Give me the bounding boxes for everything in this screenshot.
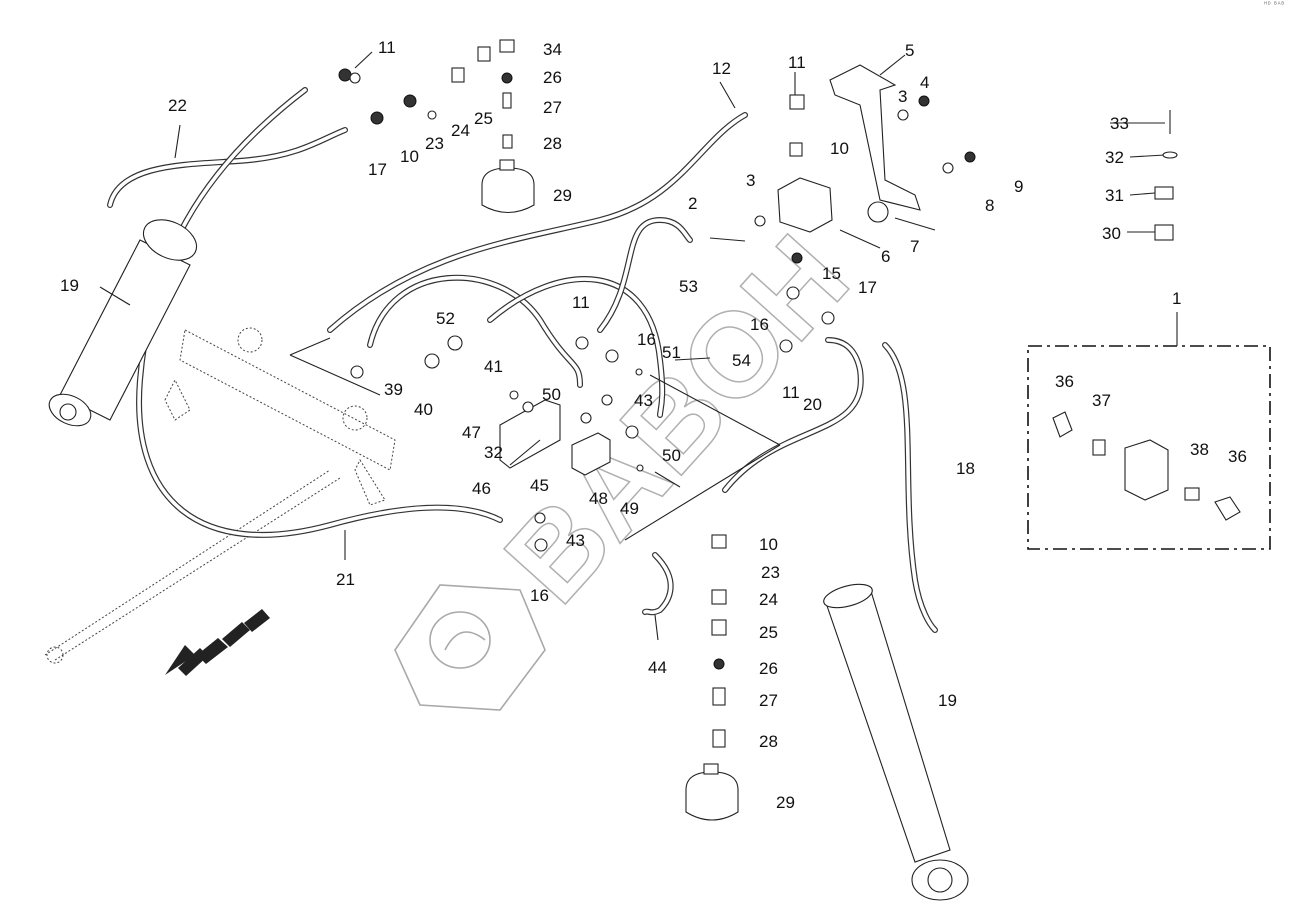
callout-10: 10 <box>830 139 849 158</box>
callout-40: 40 <box>414 400 433 419</box>
callout-54: 54 <box>732 351 751 370</box>
accumulator-bottom <box>685 763 739 821</box>
callout-11: 11 <box>378 38 396 57</box>
callout-27: 27 <box>759 691 778 710</box>
callout-5: 5 <box>905 41 914 60</box>
callout-10: 10 <box>759 535 778 554</box>
callout-12: 12 <box>712 59 731 78</box>
callout-38: 38 <box>1190 440 1209 459</box>
callout-16: 16 <box>637 330 656 349</box>
callout-49: 49 <box>620 499 639 518</box>
callout-28: 28 <box>759 732 778 751</box>
callout-32: 32 <box>484 443 503 462</box>
callout-23: 23 <box>425 134 444 153</box>
callout-3: 3 <box>746 171 755 190</box>
callout-28: 28 <box>543 134 562 153</box>
cylinder-right <box>823 583 969 901</box>
callout-11: 11 <box>782 383 800 402</box>
corner-mark: ᴴᴰ ᴮᴬᴮ <box>1264 2 1285 8</box>
callout-17: 17 <box>368 160 387 179</box>
callout-7: 7 <box>910 237 919 256</box>
callout-33: 33 <box>1110 114 1129 133</box>
callout-39: 39 <box>384 380 403 399</box>
valve-block <box>777 177 889 233</box>
callout-44: 44 <box>648 658 667 677</box>
accumulator-top <box>481 159 535 214</box>
callout-27: 27 <box>543 98 562 117</box>
callout-48: 48 <box>589 489 608 508</box>
callout-23: 23 <box>761 563 780 582</box>
callout-19: 19 <box>60 276 79 295</box>
callout-6: 6 <box>881 247 890 266</box>
callout-21: 21 <box>336 570 355 589</box>
cylinder-left <box>48 219 198 427</box>
callout-52: 52 <box>436 309 455 328</box>
watermark-logo: BABOH <box>394 210 874 711</box>
callout-11: 11 <box>572 293 590 312</box>
callout-16: 16 <box>750 315 769 334</box>
callout-29: 29 <box>776 793 795 812</box>
callout-22: 22 <box>168 96 187 115</box>
callout-4: 4 <box>920 73 929 92</box>
callout-26: 26 <box>543 68 562 87</box>
callout-31: 31 <box>1105 186 1124 205</box>
callout-19: 19 <box>938 691 957 710</box>
callout-25: 25 <box>759 623 778 642</box>
callout-29: 29 <box>553 186 572 205</box>
callout-15: 15 <box>822 264 841 283</box>
callout-24: 24 <box>451 121 470 140</box>
callout-47: 47 <box>462 423 481 442</box>
callout-53: 53 <box>679 277 698 296</box>
callout-11: 11 <box>788 53 806 72</box>
callout-2: 2 <box>688 194 697 213</box>
callout-1: 1 <box>1172 289 1181 308</box>
callout-16: 16 <box>530 586 549 605</box>
callout-46: 46 <box>472 479 491 498</box>
callout-17: 17 <box>858 278 877 297</box>
valve-block-45 <box>499 399 611 476</box>
callout-34: 34 <box>543 40 562 59</box>
callout-25: 25 <box>474 109 493 128</box>
hoses <box>107 87 938 633</box>
callout-30: 30 <box>1102 224 1121 243</box>
callout-37: 37 <box>1092 391 1111 410</box>
callout-32: 32 <box>1105 148 1124 167</box>
callout-51: 51 <box>662 343 681 362</box>
callout-18: 18 <box>956 459 975 478</box>
callout-45: 45 <box>530 476 549 495</box>
hose-22 <box>107 127 348 208</box>
callout-36: 36 <box>1055 372 1074 391</box>
direction-arrow-icon <box>165 609 270 676</box>
bracket-5 <box>829 64 921 211</box>
fittings <box>338 39 1200 748</box>
callout-labels: 1 2 3 3 4 5 6 7 8 9 10 10 10 11 11 11 11… <box>60 38 1247 812</box>
callout-20: 20 <box>803 395 822 414</box>
leader-lines <box>99 51 1166 641</box>
callout-26: 26 <box>759 659 778 678</box>
callout-24: 24 <box>759 590 778 609</box>
callout-3: 3 <box>898 87 907 106</box>
callout-41: 41 <box>484 357 503 376</box>
callout-50: 50 <box>662 446 681 465</box>
callout-8: 8 <box>985 196 994 215</box>
axle-outline <box>44 327 396 664</box>
hose-12 <box>327 112 748 333</box>
callout-36: 36 <box>1228 447 1247 466</box>
callout-43: 43 <box>566 531 585 550</box>
kit-1-box <box>1027 312 1271 550</box>
callout-10: 10 <box>400 147 419 166</box>
callout-9: 9 <box>1014 177 1023 196</box>
callout-43: 43 <box>634 391 653 410</box>
callout-50: 50 <box>542 385 561 404</box>
